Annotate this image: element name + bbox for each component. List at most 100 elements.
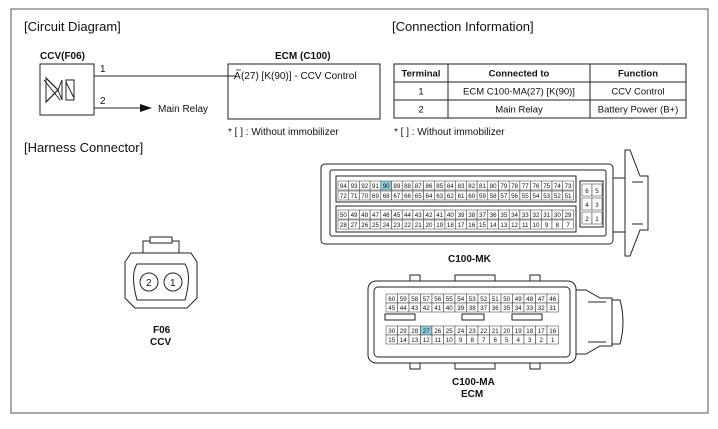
pin-number: 25 xyxy=(446,328,453,335)
pin-number: 91 xyxy=(372,183,379,190)
sheet-border xyxy=(10,8,709,414)
main-relay-label: Main Relay xyxy=(158,104,208,115)
arrow-right-icon xyxy=(140,104,152,112)
pin-number: 51 xyxy=(565,193,572,200)
c100ma-name: C100-MA xyxy=(452,377,495,388)
pin-number: 39 xyxy=(458,212,465,219)
pin-number: 70 xyxy=(361,193,368,200)
pin-number: 50 xyxy=(340,212,347,219)
ccv-pin2-label: 2 xyxy=(100,96,106,107)
table-header: Terminal xyxy=(402,69,441,80)
pin-number: 79 xyxy=(500,183,507,190)
pin-number: 20 xyxy=(426,222,433,229)
pin-number: 58 xyxy=(490,193,497,200)
pin-cell xyxy=(562,180,574,191)
pin-number: 30 xyxy=(554,212,561,219)
section-title-connection: [Connection Information] xyxy=(392,19,534,34)
pin-number: 39 xyxy=(457,305,464,312)
pin-number: 34 xyxy=(515,305,522,312)
pin-number: 92 xyxy=(361,183,368,190)
pin-number: 37 xyxy=(480,305,487,312)
pin-number: 56 xyxy=(434,296,441,303)
ccv-pin1-label: 1 xyxy=(100,64,106,75)
pin-cell xyxy=(546,334,559,345)
pin-number: 44 xyxy=(404,212,411,219)
pin-number: 32 xyxy=(538,305,545,312)
pin-number: 28 xyxy=(340,222,347,229)
pin-number: 15 xyxy=(388,337,395,344)
pin-number: 6 xyxy=(585,188,589,195)
pin-number: 26 xyxy=(361,222,368,229)
pin-number: 53 xyxy=(543,193,550,200)
pin-number: 85 xyxy=(436,183,443,190)
pin-number: 29 xyxy=(565,212,572,219)
pin-number: 1 xyxy=(595,216,599,223)
pin-number: 59 xyxy=(400,296,407,303)
pin-number: 25 xyxy=(372,222,379,229)
ecm-pin-text: (27) [K(90)] - CCV Control xyxy=(241,71,357,82)
pin-number: 4 xyxy=(585,202,589,209)
pin-number: 35 xyxy=(503,305,510,312)
pin-number: 14 xyxy=(400,337,407,344)
pin-number: 32 xyxy=(533,212,540,219)
pin-number: 36 xyxy=(490,212,497,219)
pin-cell xyxy=(591,183,603,197)
pin-number: 2 xyxy=(585,216,589,223)
pin-number: 37 xyxy=(479,212,486,219)
table-value: Battery Power (B+) xyxy=(598,105,679,116)
pin-cell xyxy=(591,197,603,211)
pin-number: 45 xyxy=(393,212,400,219)
pin-number: 69 xyxy=(372,193,379,200)
pin-number: 22 xyxy=(404,222,411,229)
pin-number: 57 xyxy=(423,296,430,303)
pin-number: 90 xyxy=(383,183,390,190)
f06-pin-2: 2 xyxy=(146,278,152,289)
pin-number: 24 xyxy=(457,328,464,335)
pin-number: 10 xyxy=(446,337,453,344)
ccv-box xyxy=(39,63,95,116)
pin-number: 11 xyxy=(435,337,442,344)
section-title-circuit: [Circuit Diagram] xyxy=(24,19,121,34)
pin-number: 61 xyxy=(458,193,465,200)
pin-cell xyxy=(591,211,603,225)
pin-number: 11 xyxy=(522,222,529,229)
pin-number: 93 xyxy=(351,183,358,190)
pin-number: 5 xyxy=(595,188,599,195)
f06-name: F06 xyxy=(153,325,171,336)
table-value: 1 xyxy=(418,87,423,98)
pin-number: 88 xyxy=(404,183,411,190)
pin-number: 55 xyxy=(522,193,529,200)
pin-number: 41 xyxy=(434,305,441,312)
pin-number: 20 xyxy=(503,328,510,335)
pin-number: 13 xyxy=(411,337,418,344)
pin-number: 18 xyxy=(526,328,533,335)
pin-number: 22 xyxy=(480,328,487,335)
pin-number: 9 xyxy=(459,337,463,344)
footnote-circuit: * [ ] : Without immobilizer xyxy=(228,127,339,138)
pin-cell xyxy=(562,209,574,220)
c100ma-sub: ECM xyxy=(461,389,483,400)
pin-number: 84 xyxy=(447,183,454,190)
pin-number: 53 xyxy=(469,296,476,303)
pin-number: 47 xyxy=(538,296,545,303)
pin-number: 89 xyxy=(393,183,400,190)
table-cell xyxy=(589,99,687,119)
pin-number: 10 xyxy=(533,222,540,229)
pin-number: 48 xyxy=(361,212,368,219)
pin-number: 46 xyxy=(383,212,390,219)
pin-number: 12 xyxy=(423,337,430,344)
c100ma-connector xyxy=(367,274,624,370)
footnote-table: * [ ] : Without immobilizer xyxy=(394,127,505,138)
pin-number: 83 xyxy=(458,183,465,190)
section-title-harness: [Harness Connector] xyxy=(24,140,143,155)
pin-number: 86 xyxy=(426,183,433,190)
pin-number: 59 xyxy=(479,193,486,200)
pin-number: 47 xyxy=(372,212,379,219)
pin-number: 42 xyxy=(423,305,430,312)
f06-sub: CCV xyxy=(150,337,171,348)
pin-number: 31 xyxy=(549,305,556,312)
pin-number: 36 xyxy=(492,305,499,312)
pin-number: 54 xyxy=(533,193,540,200)
